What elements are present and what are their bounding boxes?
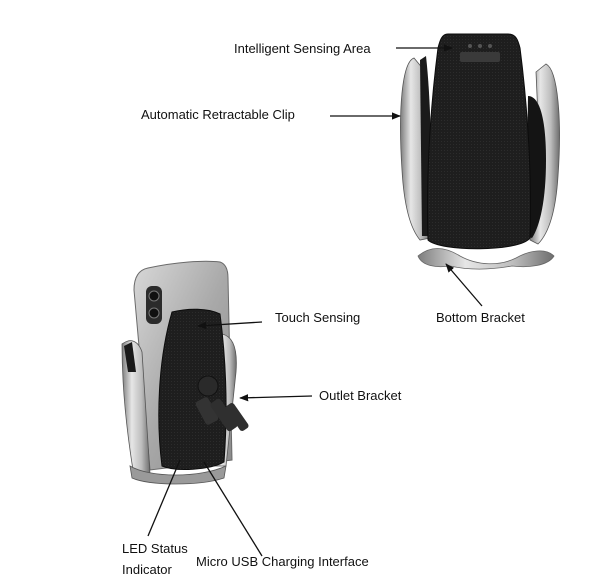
line-micro-usb [203,461,263,557]
outlet-bracket-shape [195,375,249,432]
holder-front-view [400,33,560,270]
sensing-area [460,52,500,62]
label-automatic-retractable-clip: Automatic Retractable Clip [141,107,295,122]
line-bottom-bracket [445,263,483,307]
label-micro-usb: Micro USB Charging Interface [196,554,369,569]
line-touch-sensing [197,321,263,330]
label-outlet-bracket: Outlet Bracket [319,388,402,403]
holder-with-phone-view [121,260,249,485]
line-led-status [147,459,181,537]
label-bottom-bracket: Bottom Bracket [436,310,525,325]
label-led-status-line1: LED Status [122,541,188,556]
cradle-base [129,465,227,485]
label-touch-sensing: Touch Sensing [275,310,361,325]
label-led-status: LED Status Indicator [122,538,188,580]
holder-body-side [158,308,227,470]
holder-body [427,33,531,250]
bottom-bracket-shape [417,248,555,270]
label-intelligent-sensing-area: Intelligent Sensing Area [234,41,371,56]
leader-lines [147,44,483,557]
line-outlet-bracket [239,394,313,402]
